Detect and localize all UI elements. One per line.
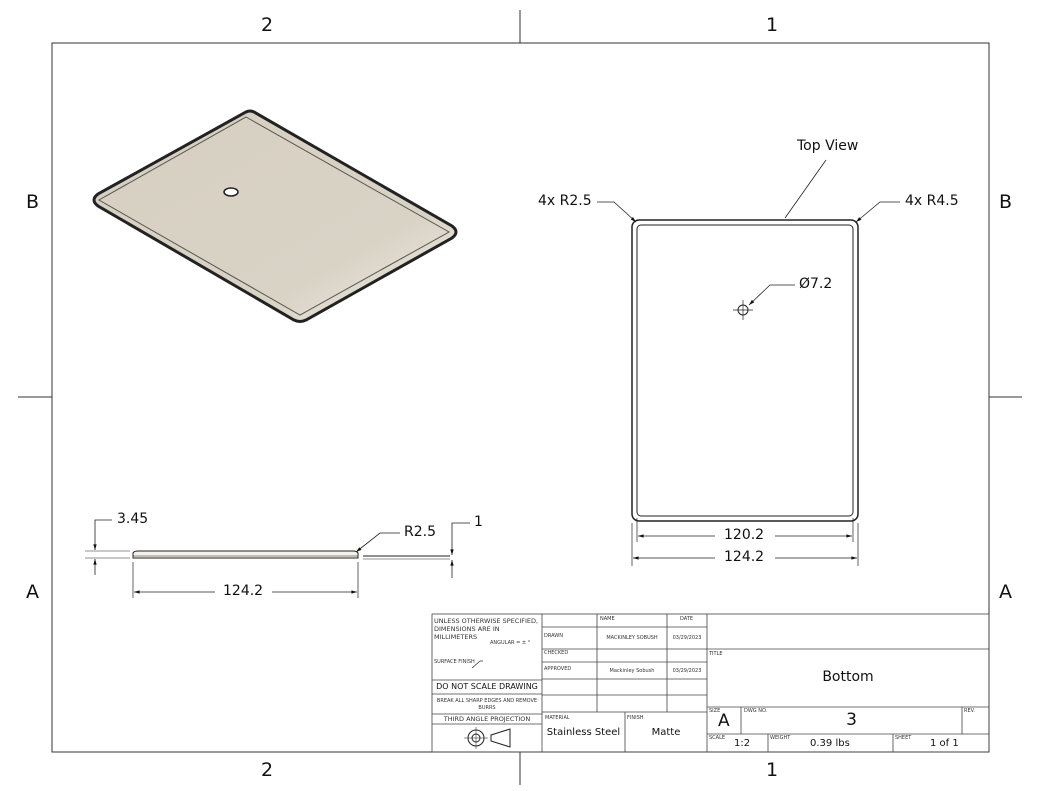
zone-label: A [26, 581, 39, 603]
zone-label: 2 [261, 759, 274, 781]
zone-label: 1 [766, 14, 779, 36]
checked-label: CHECKED [544, 650, 569, 656]
material-label: MATERIAL [545, 715, 570, 721]
dimension-radius: R2.5 [404, 524, 436, 540]
hole [223, 187, 239, 197]
break-edges-note: BREAK ALL SHARP EDGES AND REMOVE BURRS [436, 698, 538, 711]
zone-label: B [26, 191, 40, 213]
dwg-no-value: 3 [846, 710, 857, 730]
weight-value: 0.39 lbs [810, 738, 850, 749]
sheet-label: SHEET [895, 735, 912, 741]
projection-symbol-icon [464, 727, 511, 749]
drawn-name: MACKINLEY SOBUSH [606, 635, 658, 641]
title-block-grid [431, 613, 990, 753]
tolerance-note: UNLESS OTHERWISE SPECIFIED, DIMENSIONS A… [434, 617, 539, 641]
angular-tolerance: ANGULAR = ± ° [490, 640, 531, 646]
side-view [85, 519, 470, 598]
title-label: TITLE [709, 651, 723, 657]
date-header: DATE [680, 616, 694, 622]
finish-label: FINISH [627, 715, 644, 721]
dimension-width: 124.2 [223, 583, 264, 599]
dimension-corner-radius: 4x R4.5 [905, 193, 959, 209]
approved-name: Mackinley Sobush [609, 668, 655, 674]
approved-label: APPROVED [544, 666, 572, 672]
dimension-outer-width: 124.2 [724, 549, 765, 565]
size-label: SIZE [709, 708, 721, 714]
finish-value: Matte [651, 727, 681, 738]
sheet-value: 1 of 1 [930, 738, 959, 749]
dwg-no-label: DWG NO. [744, 708, 768, 714]
scale-label: SCALE [709, 735, 726, 741]
zone-label: 2 [261, 14, 274, 36]
dimension-corner-radius: 4x R2.5 [538, 193, 592, 209]
name-header: NAME [600, 616, 615, 622]
view-label: Top View [797, 138, 859, 154]
dimension-inner-width: 120.2 [724, 527, 765, 543]
surface-finish-label: SURFACE FINISH [434, 659, 475, 665]
isometric-view [92, 109, 458, 323]
zone-label: 1 [766, 759, 779, 781]
approved-date: 03/29/2023 [672, 668, 702, 674]
drawing-title: Bottom [822, 669, 874, 685]
do-not-scale-note: DO NOT SCALE DRAWING [436, 682, 538, 691]
dimension-height: 3.45 [117, 511, 149, 527]
zone-label: B [999, 191, 1013, 213]
top-view [597, 159, 900, 566]
weight-label: WEIGHT [770, 735, 791, 741]
projection-label: THIRD ANGLE PROJECTION [443, 715, 531, 723]
drawn-label: DRAWN [544, 633, 563, 639]
material-value: Stainless Steel [546, 727, 621, 738]
scale-value: 1:2 [734, 738, 751, 749]
rev-label: REV. [964, 708, 975, 714]
dimension-thickness: 1 [474, 514, 483, 530]
size-value: A [718, 711, 730, 731]
drawn-date: 03/29/2023 [672, 635, 702, 641]
dimension-hole-diameter: Ø7.2 [799, 276, 833, 292]
zone-label: A [999, 581, 1012, 603]
